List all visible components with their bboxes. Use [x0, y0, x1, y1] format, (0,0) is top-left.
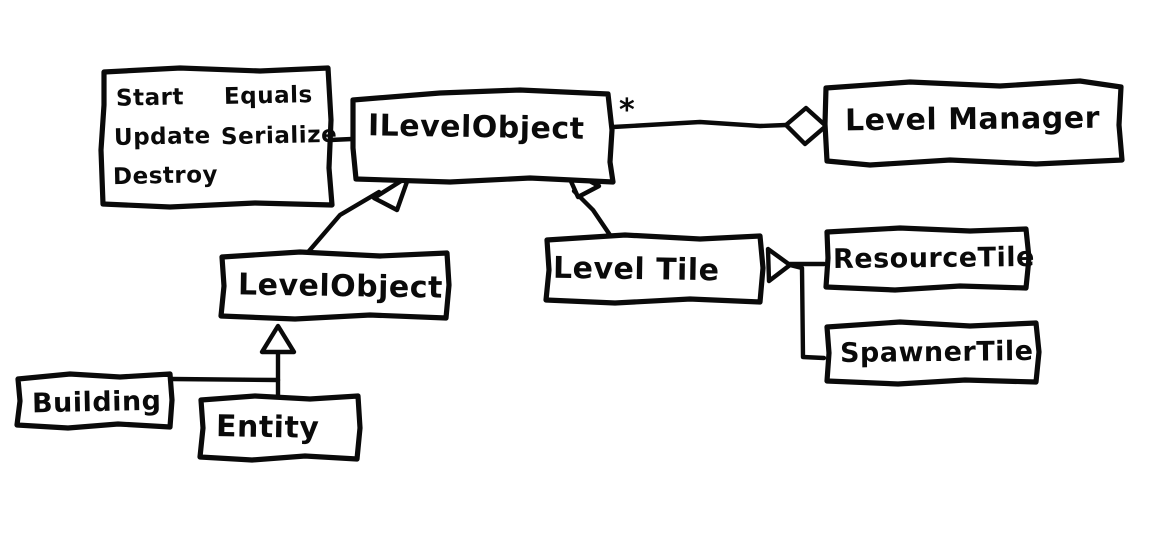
levelobject-realization-line	[294, 189, 382, 268]
entity-box	[197, 393, 363, 463]
spawnertile-line	[787, 262, 827, 361]
method-start: Start	[115, 84, 185, 112]
note-link-line	[327, 136, 355, 143]
aggregation-line	[610, 119, 789, 130]
levelmanager-label: Level Manager	[844, 100, 1101, 139]
levelobject-generalization-triangle-icon	[259, 323, 297, 355]
method-destroy: Destroy	[112, 161, 219, 191]
spawnertile-box	[824, 319, 1042, 387]
entity-label: Entity	[215, 409, 320, 446]
levelobject-triangle-icon	[371, 173, 412, 213]
leveltile-generalization-triangle-icon	[765, 246, 793, 284]
multiplicity-label: *	[619, 93, 636, 128]
levelobject-label: LevelObject	[237, 267, 444, 306]
resourcetile-box	[823, 225, 1032, 293]
leveltile-box	[543, 232, 766, 306]
levelmanager-box	[822, 78, 1125, 168]
aggregation-diamond-icon	[783, 105, 829, 147]
building-label: Building	[31, 385, 162, 420]
leveltile-label: Level Tile	[552, 250, 720, 289]
resourcetile-label: ResourceTile	[832, 241, 1035, 276]
building-line	[169, 376, 281, 383]
ilevelobject-label: ILevelObject	[367, 108, 585, 147]
method-update: Update	[113, 122, 211, 152]
method-serialize: Serialize	[220, 121, 338, 151]
method-equals: Equals	[223, 82, 313, 110]
building-box	[14, 371, 175, 431]
levelobject-box	[218, 249, 452, 322]
methods-note-box	[98, 65, 335, 210]
ilevelobject-box	[350, 87, 616, 185]
spawnertile-label: SpawnerTile	[839, 335, 1034, 370]
